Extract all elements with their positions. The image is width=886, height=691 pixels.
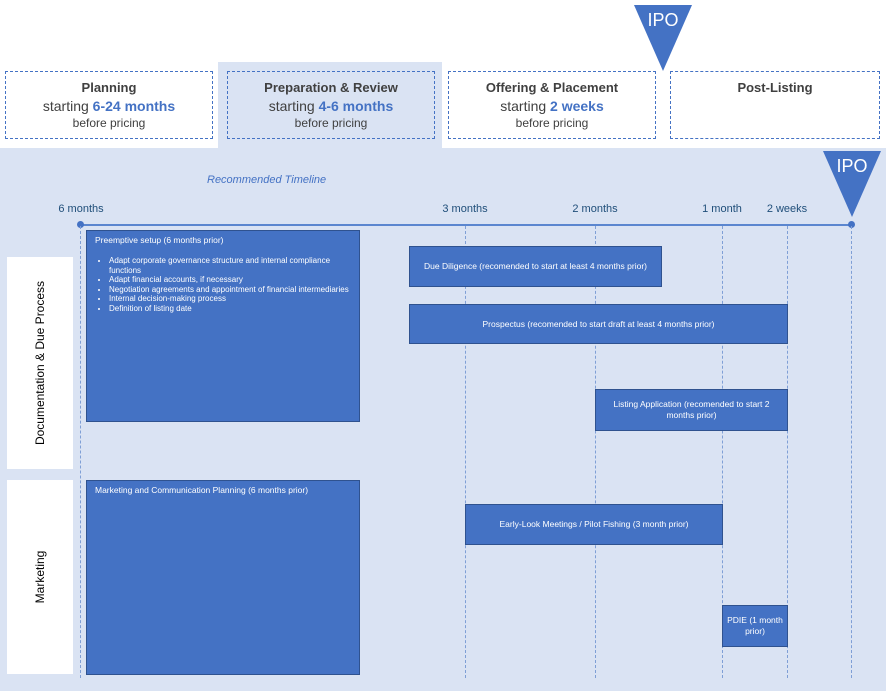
task-bullet-list: Adapt corporate governance structure and… [95, 256, 351, 314]
task-pdie: PDIE (1 month prior) [722, 605, 788, 647]
phase-planning: Planning starting 6-24 months before pri… [5, 71, 213, 139]
timeline-end-dot [848, 221, 855, 228]
phase-title: Offering & Placement [485, 80, 619, 95]
tick-label-2-weeks: 2 weeks [766, 203, 808, 215]
row-documentation: Documentation & Due Process [7, 257, 73, 469]
tick-label-1-month: 1 month [702, 203, 742, 215]
task-title: Marketing and Communication Planning (6 … [95, 485, 309, 495]
task-preemptive-setup: Preemptive setup (6 months prior) Adapt … [86, 230, 360, 422]
row-marketing: Marketing [7, 480, 73, 674]
phase-title: Planning [81, 80, 137, 95]
ipo-label-top: IPO [647, 10, 679, 30]
phase-after: before pricing [72, 116, 146, 130]
timeline-start-dot [77, 221, 84, 228]
list-item: Adapt corporate governance structure and… [109, 256, 351, 275]
task-prospectus: Prospectus (recomended to start draft at… [409, 304, 788, 344]
row-label-marketing: Marketing [33, 550, 47, 604]
phase-start: starting 2 weeks [500, 98, 604, 114]
phase-title: Post-Listing [737, 80, 813, 95]
task-due-diligence: Due Diligence (recomended to start at le… [409, 246, 662, 287]
ipo-label-timeline: IPO [836, 156, 868, 176]
guide-line-1-month [722, 226, 723, 678]
guide-line-3-months [465, 226, 466, 678]
phase-offering-placement: Offering & Placement starting 2 weeks be… [448, 71, 656, 139]
tick-label-3-months: 3 months [442, 203, 488, 215]
guide-line-ipo [851, 226, 852, 678]
guide-line-2-months [595, 226, 596, 678]
tick-label-2-months: 2 months [572, 203, 618, 215]
phase-preparation-review: Preparation & Review starting 4-6 months… [227, 71, 435, 139]
phase-post-listing: Post-Listing [670, 71, 880, 139]
guide-line-2-weeks [787, 226, 788, 678]
row-label-documentation: Documentation & Due Process [33, 280, 47, 446]
task-early-look-meetings: Early-Look Meetings / Pilot Fishing (3 m… [465, 504, 723, 545]
ipo-marker-top [634, 5, 692, 71]
timeline-title: Recommended Timeline [207, 174, 327, 186]
timeline-axis [80, 224, 851, 226]
phase-start: starting 6-24 months [42, 98, 176, 114]
task-listing-application: Listing Application (recomended to start… [595, 389, 788, 431]
list-item: Adapt financial accounts, if necessary [109, 275, 351, 285]
phase-after: before pricing [294, 116, 368, 130]
list-item: Definition of listing date [109, 304, 351, 314]
ipo-marker-timeline [823, 151, 881, 217]
phase-after: before pricing [515, 116, 589, 130]
task-title: Preemptive setup (6 months prior) [95, 235, 224, 245]
phase-title: Preparation & Review [264, 80, 398, 95]
tick-label-6-months: 6 months [58, 203, 104, 215]
list-item: Negotiation agreements and appointment o… [109, 285, 351, 295]
guide-line-6-months [80, 226, 81, 678]
list-item: Internal decision-making process [109, 294, 351, 304]
task-marketing-planning: Marketing and Communication Planning (6 … [86, 480, 360, 675]
phase-start: starting 4-6 months [268, 98, 394, 114]
